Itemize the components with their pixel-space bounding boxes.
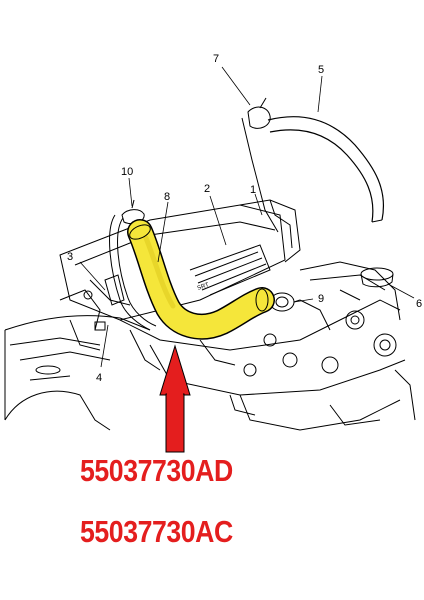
red-arrow — [159, 344, 191, 453]
callout-7: 7 — [213, 53, 219, 65]
svg-text:SRT: SRT — [197, 282, 211, 292]
highlighted-hose-fill — [128, 220, 274, 339]
hose-end-lower — [255, 288, 269, 312]
callout-1: 1 — [250, 184, 256, 196]
engine-line-art: SRT — [4, 97, 416, 431]
callout-3: 3 — [67, 251, 73, 263]
callout-10: 10 — [121, 166, 133, 178]
callout-5: 5 — [318, 64, 324, 76]
callout-4: 4 — [96, 372, 102, 384]
part-number-secondary: 55037730AC — [80, 514, 233, 549]
highlighted-hose-shade — [143, 235, 176, 309]
hose-end-upper — [129, 224, 151, 240]
callout-6: 6 — [416, 298, 422, 310]
callout-8: 8 — [164, 191, 170, 203]
part-number-primary: 55037730AD — [80, 453, 233, 488]
leader-lines — [79, 66, 415, 368]
callout-9: 9 — [318, 293, 324, 305]
callout-2: 2 — [204, 183, 210, 195]
